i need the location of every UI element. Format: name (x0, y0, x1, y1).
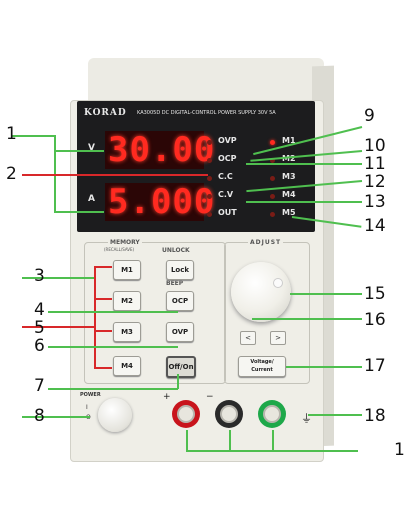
adjust-knob[interactable] (231, 262, 291, 322)
knob-grip-dot (273, 278, 283, 288)
memory-button-m4[interactable]: M4 (113, 356, 141, 376)
current-label: A (88, 194, 95, 204)
callout-1-terminals: 1 (394, 440, 405, 460)
indicator-ovp: OVP (218, 136, 237, 145)
ground-icon: ⏚ (301, 412, 312, 425)
ground-terminal[interactable] (258, 400, 286, 428)
right-arrow-button[interactable]: > (270, 331, 286, 345)
memory-led-m2: M2 (282, 154, 296, 163)
callout-13: 13 (364, 192, 386, 212)
callout-15: 15 (364, 284, 386, 304)
memory-led-m3: M3 (282, 172, 296, 181)
m1-led (270, 140, 275, 145)
m5-led (270, 212, 275, 217)
memory-led-m1: M1 (282, 136, 296, 145)
device-top (88, 58, 324, 102)
current-display: 5.000 (105, 183, 214, 221)
callout-6: 6 (34, 336, 45, 356)
memory-subtitle: (RECALL/SAVE) (104, 247, 135, 252)
negative-terminal[interactable] (215, 400, 243, 428)
callout-9: 9 (364, 106, 375, 126)
callout-14: 14 (364, 216, 386, 236)
power-on-mark: I (86, 404, 88, 411)
callout-8: 8 (34, 406, 45, 426)
memory-button-m2[interactable]: M2 (113, 291, 141, 311)
vc-line2: Current (251, 367, 273, 373)
beep-label: BEEP (166, 280, 184, 287)
m4-led (270, 194, 275, 199)
output-off-on-button[interactable]: Off/On (166, 356, 196, 378)
indicator-out: OUT (218, 208, 237, 217)
negative-terminal-hole (220, 405, 238, 423)
callout-11: 11 (364, 154, 386, 174)
callout-10: 10 (364, 136, 386, 156)
minus-mark: − (206, 392, 214, 402)
cc-led (207, 176, 212, 181)
callout-2: 2 (6, 164, 17, 184)
unlock-label: UNLOCK (162, 247, 190, 254)
adjust-title: ADJUST (248, 239, 284, 246)
memory-led-m4: M4 (282, 190, 296, 199)
indicator-ocp: OCP (218, 154, 237, 163)
indicator-cc: C.C (218, 172, 233, 181)
callout-4: 4 (34, 300, 45, 320)
lock-button[interactable]: Lock (166, 260, 194, 280)
power-label: POWER (80, 392, 101, 398)
ovp-led (207, 140, 212, 145)
voltage-current-button[interactable]: Voltage/ Current (238, 356, 286, 377)
ocp-button[interactable]: OCP (166, 291, 194, 311)
callout-17: 17 (364, 356, 386, 376)
ovp-button[interactable]: OVP (166, 322, 194, 342)
left-arrow-button[interactable]: < (240, 331, 256, 345)
voltage-label: V (88, 143, 95, 153)
m2-led (270, 158, 275, 163)
callout-7: 7 (34, 376, 45, 396)
ocp-led (207, 158, 212, 163)
out-led (207, 212, 212, 217)
callout-12: 12 (364, 172, 386, 192)
positive-terminal-hole (177, 405, 195, 423)
power-switch[interactable] (98, 398, 132, 432)
callout-18: 18 (364, 406, 386, 426)
callout-3: 3 (34, 266, 45, 286)
memory-button-m3[interactable]: M3 (113, 322, 141, 342)
voltage-display: 30.00 (105, 131, 214, 169)
ground-terminal-hole (263, 405, 281, 423)
indicator-cv: C.V (218, 190, 234, 199)
callout-5: 5 (34, 318, 45, 338)
positive-terminal[interactable] (172, 400, 200, 428)
brand-logo: KORAD (84, 108, 127, 118)
vc-line1: Voltage/ (250, 359, 274, 365)
model-text: KA3005D DC DIGITAL-CONTROL POWER SUPPLY … (137, 110, 276, 116)
callout-16: 16 (364, 310, 386, 330)
plus-mark: + (163, 392, 171, 402)
memory-button-m1[interactable]: M1 (113, 260, 141, 280)
cv-led (207, 194, 212, 199)
memory-title: MEMORY (108, 239, 142, 246)
memory-led-m5: M5 (282, 208, 296, 217)
m3-led (270, 176, 275, 181)
callout-1: 1 (6, 124, 17, 144)
memory-group (84, 242, 226, 384)
